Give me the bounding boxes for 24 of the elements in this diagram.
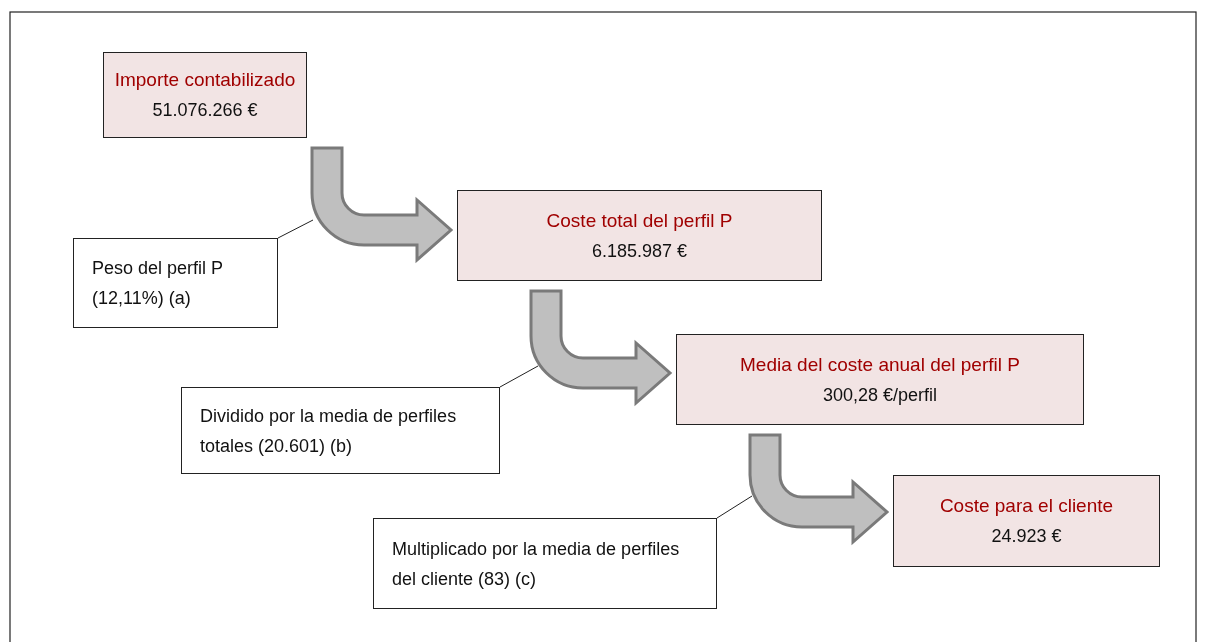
result-box: [457, 190, 822, 281]
leader-line: [499, 365, 539, 388]
value-text: 6.185.987 €: [591, 239, 688, 263]
bent-arrow: [748, 433, 889, 544]
box-heading: Coste total del perfil P: [546, 208, 733, 233]
result-box: [893, 475, 1160, 567]
box-heading: Coste para el cliente: [939, 494, 1114, 518]
value-text: 24.923 €: [991, 525, 1062, 548]
leader-line: [716, 495, 753, 519]
result-box: [103, 52, 307, 138]
box-heading: Media del coste anual del perfil P: [740, 352, 1020, 377]
note-box: [373, 518, 717, 609]
box-heading: Importe contabilizado: [114, 68, 296, 92]
note-box: [181, 387, 500, 474]
value-text: 300,28 €/perfil: [822, 383, 938, 407]
bent-arrow: [529, 289, 672, 405]
result-box: [676, 334, 1084, 425]
note-text: Multiplicado por la media de perfiles del cliente (83) (c): [392, 537, 681, 591]
bent-arrow: [310, 146, 453, 262]
leader-line: [277, 219, 314, 239]
value-text: 51.076.266 €: [152, 99, 258, 122]
note-box: [73, 238, 278, 328]
note-text: Dividido por la media de perfiles totales (20.601) (b): [200, 404, 458, 458]
note-text: Peso del perfil P (12,11%) (a): [92, 257, 224, 310]
